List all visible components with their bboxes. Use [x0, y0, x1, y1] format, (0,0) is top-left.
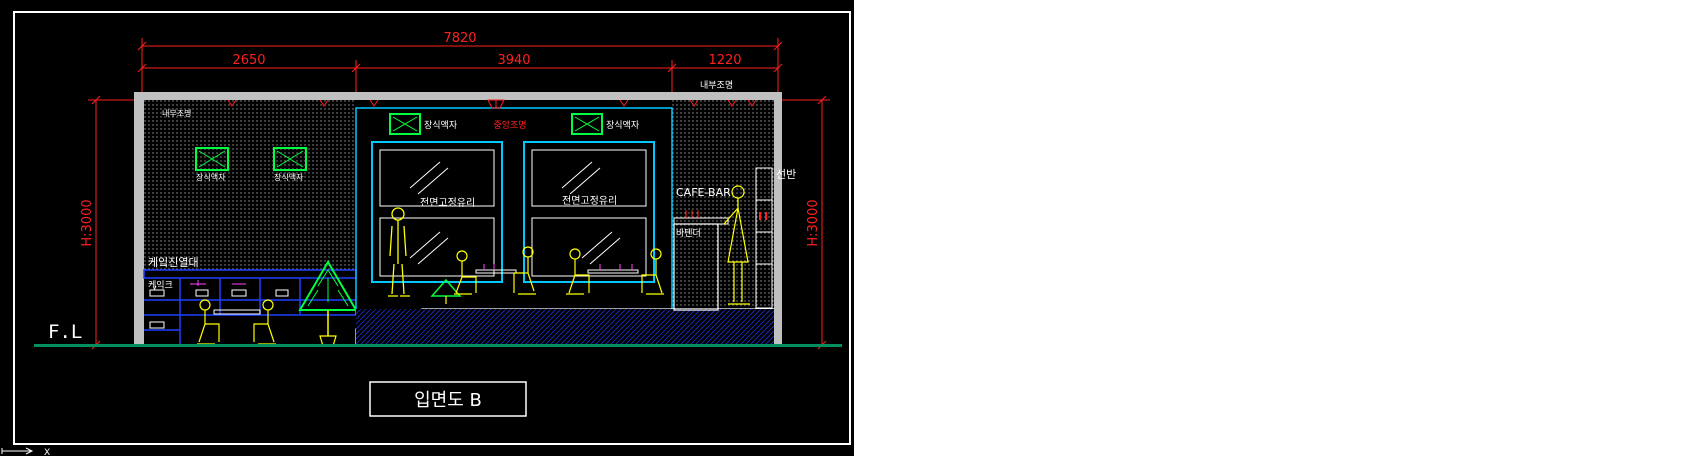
ceiling-lights: [227, 99, 757, 107]
table-mid-2: [587, 269, 639, 274]
seated-person-mid-1: [454, 250, 477, 295]
raised-floor-hatch: [356, 309, 774, 345]
elevation-drawing: 7820 2650 3940 1220 H:3000 H:3000 내부조명 내…: [1, 11, 851, 456]
label-floor-level: F.L: [48, 321, 82, 343]
right-wall-texture: [672, 100, 774, 310]
label-shelf: 선반: [776, 168, 796, 181]
label-center-light: 중앙조명: [493, 119, 526, 131]
right-wall: [774, 92, 782, 345]
cad-viewport[interactable]: 7820 2650 3940 1220 H:3000 H:3000 내부조명 내…: [0, 0, 854, 456]
label-frame-left-2: 장식액자: [274, 172, 304, 182]
label-cake-display: 케잌진열대: [148, 256, 199, 269]
left-wall: [134, 92, 144, 345]
label-lighting-top-right: 내부조명: [700, 80, 733, 91]
label-cafe-bar: CAFE-BAR: [676, 186, 731, 199]
decor-tree: [298, 260, 358, 347]
table-glasses: [483, 264, 633, 270]
title-box: [369, 381, 527, 417]
cake-display: [143, 269, 357, 345]
seated-person-mid-4: [641, 248, 664, 295]
label-glass-2: 전면고정유리: [562, 195, 617, 207]
label-lighting-top-left: 내부조명: [162, 108, 191, 118]
bar-counter: [673, 210, 729, 311]
ucs-icon: [1, 447, 34, 455]
label-frame-left-1: 장식액자: [196, 172, 226, 182]
seated-person-mid-2: [513, 246, 536, 295]
label-frame-top-1: 장식액자: [424, 119, 458, 131]
glass-window-2: [523, 141, 655, 283]
standing-person: [388, 207, 410, 297]
dim-height-right: H:3000: [806, 199, 821, 246]
seated-person-left-2: [253, 299, 276, 345]
decor-frame-left-2: [273, 147, 307, 171]
drawing-title: 입면도 B: [414, 390, 482, 411]
bartender-person: [723, 185, 750, 305]
left-wall-texture: [144, 100, 356, 270]
label-frame-top-2: 장식액자: [606, 119, 640, 131]
dim-segment-left: 2650: [232, 53, 265, 68]
dim-segment-right: 1220: [708, 53, 741, 68]
label-cake: 케익크: [148, 279, 173, 291]
center-light-icon: [487, 99, 505, 109]
floor-line: [34, 344, 842, 347]
glass-window-1: [371, 141, 503, 283]
dim-segment-mid: 3940: [497, 53, 530, 68]
seated-person-left-1: [197, 299, 220, 345]
decor-frame-top-1: [389, 113, 421, 135]
drawing-border: [13, 11, 851, 445]
table-mid-1: [475, 269, 517, 274]
label-bartender: 바텐더: [676, 228, 701, 239]
dim-overall: 7820: [443, 31, 476, 46]
blank-area: [854, 0, 1702, 456]
decor-frame-left-1: [195, 147, 229, 171]
ceiling-beam: [134, 92, 780, 100]
label-glass-1: 전면고정유리: [420, 197, 475, 209]
table-left: [213, 309, 261, 315]
cake-items-pink: [190, 280, 246, 286]
table-lamp: [430, 278, 462, 304]
shelf: [755, 167, 773, 309]
seated-person-mid-3: [566, 248, 590, 295]
ucs-x-label: X: [44, 448, 50, 456]
dim-height-left: H:3000: [80, 199, 95, 246]
cake-items: [149, 285, 289, 329]
decor-frame-top-2: [571, 113, 603, 135]
